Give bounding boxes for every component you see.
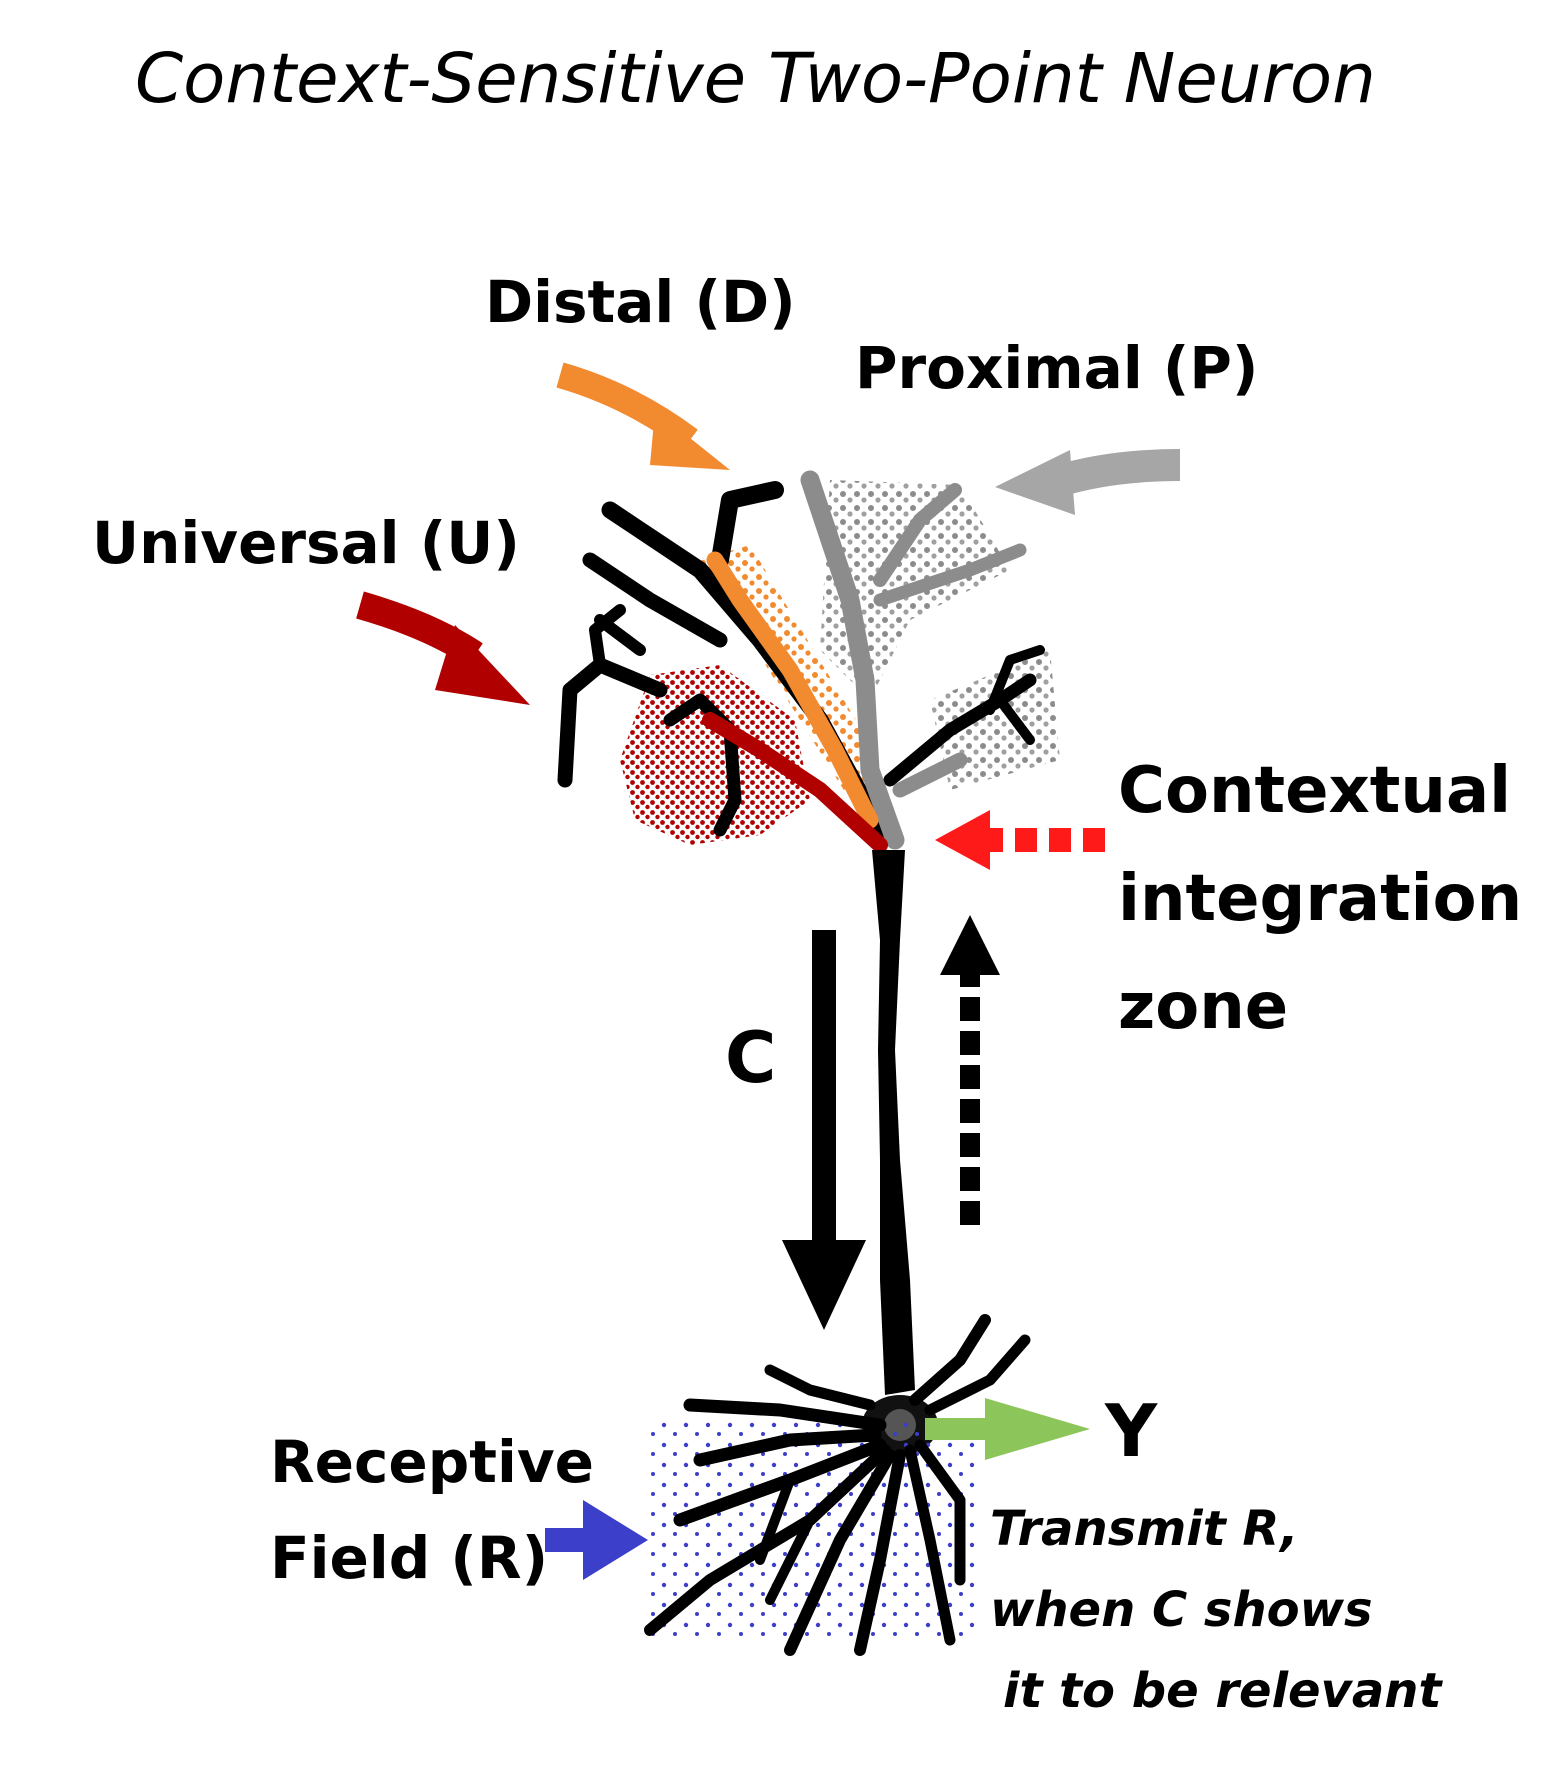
tuft-branch-left-hook [589, 604, 626, 671]
basal-branch-up-right-2 [924, 1334, 1031, 1416]
basal-branch-5 [784, 1449, 896, 1656]
c-down-arrow [782, 930, 866, 1330]
proximal-arrow [995, 449, 1181, 515]
feedback-up-arrow [940, 915, 1000, 1225]
basal-dendrites [644, 1398, 980, 1656]
output-arrow [925, 1398, 1090, 1460]
distal-label: Distal (D) [485, 268, 796, 336]
contextual-zone-label-line1: Contextual [1118, 754, 1511, 828]
c-label: C [725, 1017, 776, 1099]
proximal-branch-main [800, 470, 905, 850]
apical-shaft [872, 850, 915, 1395]
tuft-branch-proximal-right-tip [995, 695, 1035, 745]
universal-region-dots [620, 665, 810, 845]
receptive-field-label-line2: Field (R) [270, 1524, 548, 1592]
universal-branch [702, 712, 888, 853]
diagram-title: Context-Sensitive Two-Point Neuron [135, 39, 1376, 119]
proximal-branch-upper-right [873, 483, 962, 587]
basal-branch-up-right-1 [909, 1314, 991, 1406]
tuft-branch-proximal-right-fork [985, 645, 1045, 715]
basal-branch-up-left [764, 1364, 876, 1411]
receptive-field-label-line1: Receptive [270, 1428, 594, 1496]
proximal-label: Proximal (P) [855, 334, 1258, 402]
transmit-note-line3: it to be relevant [1003, 1663, 1443, 1719]
tuft-branch-left-mid [582, 552, 728, 648]
contextual-zone-label-line3: zone [1118, 970, 1288, 1044]
distal-branch [706, 551, 879, 829]
apical-tuft [557, 470, 1060, 853]
basal-branch-6 [854, 1449, 906, 1656]
tuft-branch-top-left [711, 481, 784, 569]
neuron-body [764, 850, 1031, 1455]
basal-branch-8 [914, 1439, 966, 1586]
contextual-zone-arrow [935, 810, 1105, 870]
basal-branch-2 [693, 1428, 882, 1467]
y-label: Y [1104, 1389, 1158, 1473]
receptive-field-arrow [545, 1500, 648, 1580]
contextual-zone-label-line2: integration [1118, 862, 1522, 936]
proximal-branch-right [873, 543, 1027, 607]
basal-branch-fork-a [765, 1515, 815, 1605]
tuft-branch-proximal-right [883, 673, 1037, 787]
basal-branch-fork-b [755, 1475, 795, 1565]
transmit-note-line2: when C shows [990, 1582, 1373, 1638]
basal-branch-1 [683, 1398, 887, 1432]
transmit-note-line1: Transmit R, [990, 1501, 1298, 1557]
universal-arrow [356, 591, 530, 705]
distal-arrow [556, 362, 730, 470]
universal-label: Universal (U) [92, 509, 520, 577]
basal-branch-7 [904, 1444, 956, 1646]
proximal-branch-right-low [892, 752, 968, 798]
tuft-branch-left-low [557, 657, 668, 788]
